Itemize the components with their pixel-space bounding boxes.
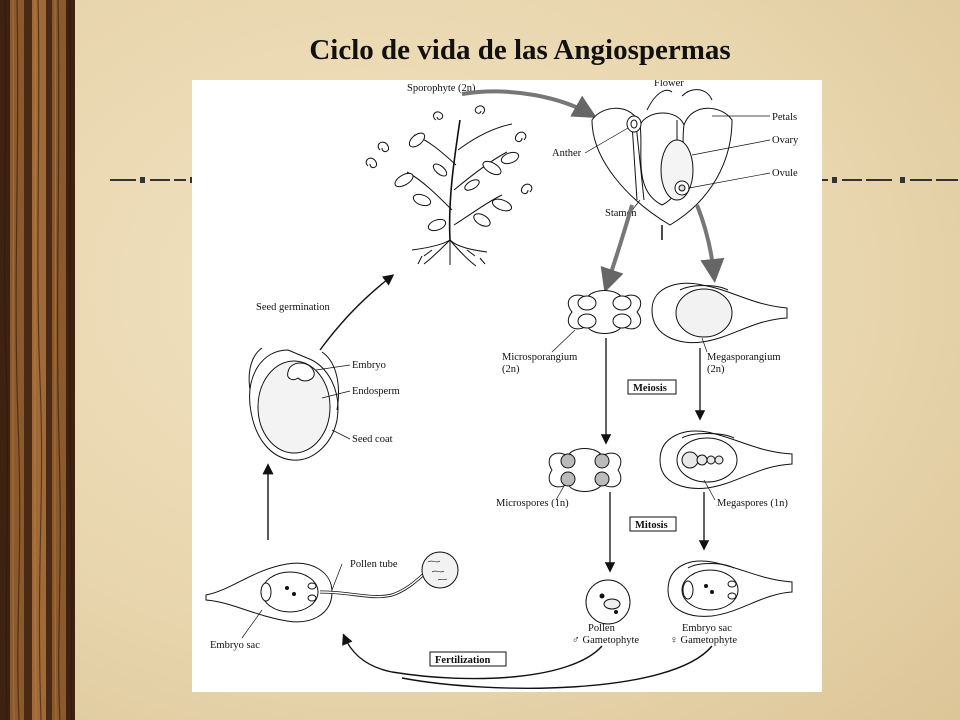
label-flower: Flower [654,80,684,89]
label-microsporangium-ploidy: (2n) [502,364,520,375]
label-embryo: Embryo [352,360,386,371]
label-ovary: Ovary [772,135,799,146]
fertilization-embryo-sac-illustration [205,551,459,623]
sporophyte-plant-illustration [365,105,533,267]
label-embryo-sac-right: Embryo sac [682,623,732,634]
leader-megasporangium [701,337,708,353]
label-megasporangium: Megasporangium [707,352,781,363]
label-microspores: Microspores (1n) [496,498,569,509]
meiosis-box [627,379,677,395]
label-anther: Anther [552,148,582,159]
label-fertilization: Fertilization [435,655,491,666]
arrow-flower-to-microsporangium [600,204,634,293]
label-meiosis: Meiosis [633,383,667,394]
arrow-seed-germination [319,274,395,351]
microsporangium-illustration [567,290,642,334]
leader-microsporangium [551,329,576,353]
megasporangium-illustration [651,282,788,344]
flower-label-leaders [584,115,771,214]
label-female-gametophyte: ♀ Gametophyte [670,635,737,646]
label-mitosis: Mitosis [635,520,668,531]
label-seed-germination: Seed germination [256,302,331,313]
life-cycle-diagram: Sporophyte (2n) Flower Petals Ovary Ovul… [192,80,822,692]
wood-border-decoration [0,0,75,720]
decorative-dash-line-left [110,170,200,183]
decorative-dash-line-right [822,170,960,183]
pollen-grain-illustration [585,579,631,625]
arrow-embryo-sac-to-fertilization [401,645,713,689]
label-megasporangium-ploidy: (2n) [707,364,725,375]
label-seed-coat: Seed coat [352,434,393,445]
leader-pollen-tube [331,563,343,591]
flower-illustration [591,89,733,240]
leader-embryo-sac-left [241,609,263,639]
label-ovule: Ovule [772,168,798,179]
arrow-pollen-to-fertilization [342,633,603,680]
megaspores-illustration [659,430,793,489]
label-pollen: Pollen [588,623,616,634]
seed-label-leaders [315,364,351,440]
arrow-flower-to-megasporangium [695,204,725,283]
seed-illustration [248,347,340,461]
label-endosperm: Endosperm [352,386,400,397]
mitosis-box [629,516,677,532]
arrow-sporophyte-to-flower [461,89,597,118]
label-petals: Petals [772,112,797,123]
slide-title: Ciclo de vida de las Angiospermas [309,34,731,66]
leader-microspores [555,485,565,501]
label-male-gametophyte: ♂ Gametophyte [572,635,639,646]
label-pollen-tube: Pollen tube [350,559,398,570]
label-megaspores: Megaspores (1n) [717,498,788,509]
fertilization-box [429,651,507,667]
life-cycle-diagram-svg: Sporophyte (2n) Flower Petals Ovary Ovul… [205,80,799,689]
embryo-sac-right-illustration [667,560,793,617]
microspores-illustration [548,448,622,492]
label-stamen: Stamen [605,208,637,219]
label-sporophyte: Sporophyte (2n) [407,83,476,94]
label-microsporangium: Microsporangium [502,352,577,363]
label-embryo-sac-left: Embryo sac [210,640,260,651]
leader-megaspores [703,479,716,501]
